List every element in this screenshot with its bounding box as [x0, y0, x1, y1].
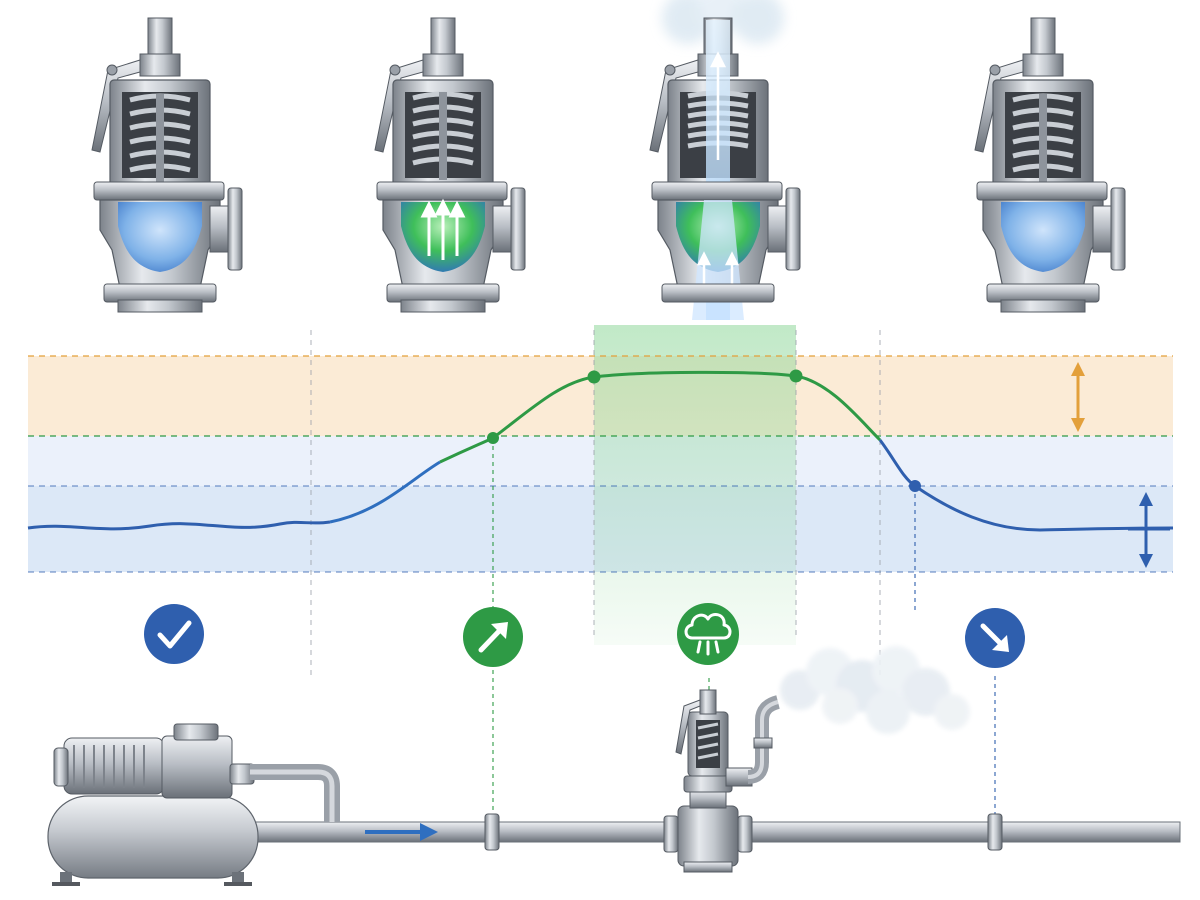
pressure-curve-normal-start	[27, 520, 331, 531]
closing-start-point	[789, 369, 803, 383]
arrow-up-right-icon	[463, 607, 523, 667]
arrow-down-right-icon	[965, 608, 1025, 668]
valve-closed	[91, 17, 243, 313]
opening-point	[487, 432, 499, 444]
inline-relief-valve	[663, 689, 781, 873]
status-icons	[144, 603, 1025, 668]
compressor-motor	[53, 723, 255, 799]
valve-opening	[374, 17, 526, 313]
steam-discharge	[780, 646, 970, 734]
steam-cloud-icon	[677, 603, 739, 665]
flow-arrow-icon	[365, 823, 438, 841]
pressure-chart	[27, 325, 1174, 830]
valve-reseated	[974, 17, 1126, 313]
pipe-flange-1	[484, 813, 500, 851]
relief-window-glow	[594, 325, 796, 645]
pipe-flange-2	[987, 813, 1003, 851]
receiver-tank	[47, 795, 259, 886]
full-open-point	[587, 370, 601, 384]
double-arrow-vertical-icon	[1071, 362, 1085, 432]
valve-fully-open	[649, 0, 801, 320]
discharge-pipe	[250, 764, 340, 822]
checkmark-icon	[144, 604, 204, 664]
system-illustration	[47, 646, 1181, 886]
flow-arrow-icon	[420, 198, 466, 260]
pressure-curve-reseat	[878, 439, 1174, 532]
steam-plume	[662, 0, 784, 44]
double-arrow-vertical-icon	[1128, 492, 1170, 568]
reseat-point	[909, 480, 921, 492]
pressure-curve-rise	[329, 460, 441, 524]
